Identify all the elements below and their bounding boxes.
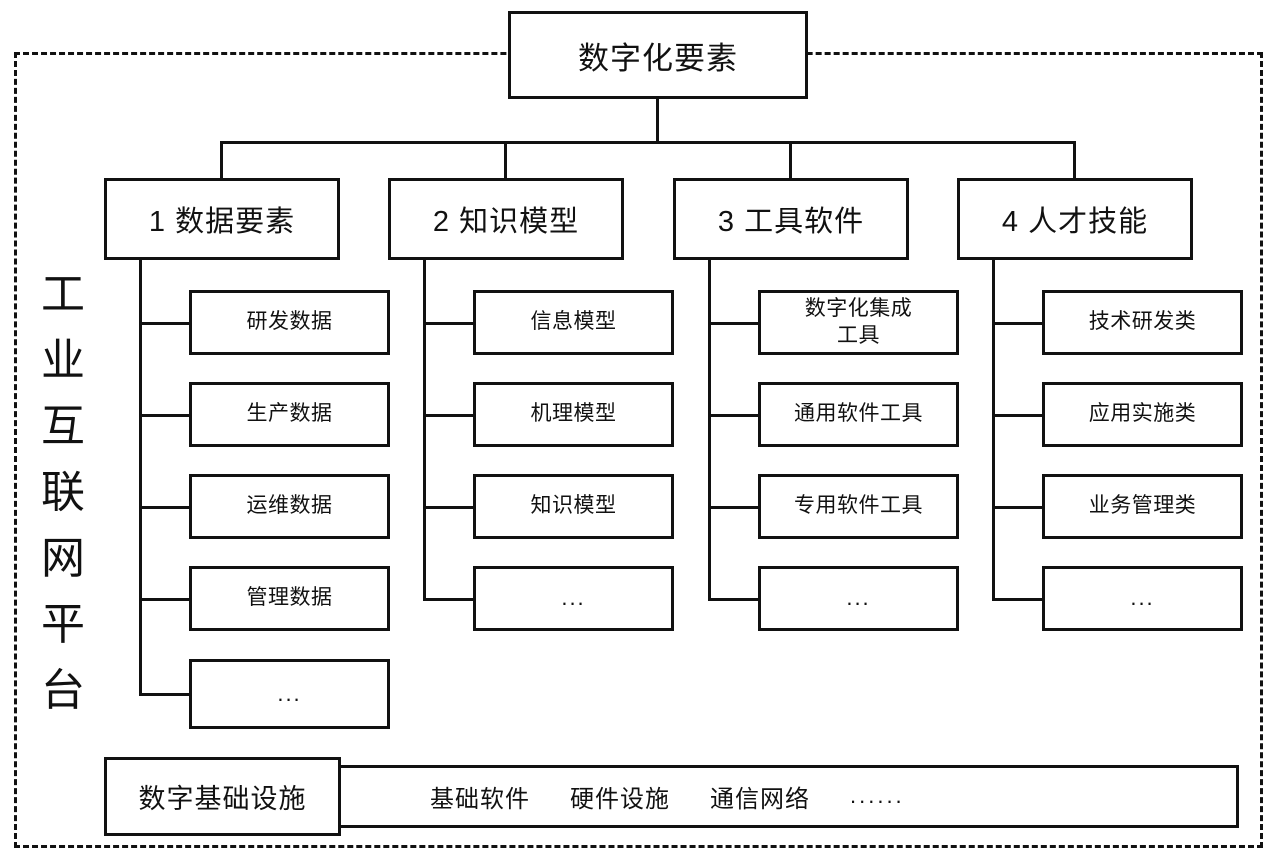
connector-root-drop xyxy=(656,99,659,143)
infrastructure-item-1[interactable]: 基础软件 xyxy=(430,785,530,813)
category-node-1-data-elements[interactable]: 1 数据要素 xyxy=(104,178,340,260)
connector-stub-3-3 xyxy=(708,506,760,509)
leaf-node-2-2[interactable]: 机理模型 xyxy=(473,382,674,447)
platform-vertical-label: 工业互联网平台 xyxy=(41,270,85,715)
connector-stub-1-5 xyxy=(139,693,191,696)
connector-stub-2-4 xyxy=(423,598,475,601)
infrastructure-item-2[interactable]: 硬件设施 xyxy=(570,785,670,813)
connector-stub-2-3 xyxy=(423,506,475,509)
root-node-digital-elements[interactable]: 数字化要素 xyxy=(508,11,808,99)
connector-spine-category-1 xyxy=(139,260,142,696)
connector-drop-category-2 xyxy=(504,141,507,178)
connector-spine-category-3 xyxy=(708,260,711,600)
leaf-node-3-2[interactable]: 通用软件工具 xyxy=(758,382,959,447)
category-node-2-knowledge-models[interactable]: 2 知识模型 xyxy=(388,178,624,260)
connector-stub-3-4 xyxy=(708,598,760,601)
connector-drop-category-4 xyxy=(1073,141,1076,178)
infrastructure-item-3[interactable]: 通信网络 xyxy=(710,785,810,813)
leaf-node-1-1[interactable]: 研发数据 xyxy=(189,290,390,355)
leaf-node-1-3[interactable]: 运维数据 xyxy=(189,474,390,539)
connector-spine-category-4 xyxy=(992,260,995,600)
leaf-node-2-4[interactable]: ... xyxy=(473,566,674,631)
leaf-node-4-4[interactable]: ... xyxy=(1042,566,1243,631)
infrastructure-item-list: 基础软件 硬件设施 通信网络 ...... xyxy=(430,757,1190,835)
leaf-node-1-4[interactable]: 管理数据 xyxy=(189,566,390,631)
leaf-node-2-1[interactable]: 信息模型 xyxy=(473,290,674,355)
connector-drop-category-1 xyxy=(220,141,223,178)
leaf-node-1-5[interactable]: ... xyxy=(189,659,390,729)
connector-stub-4-4 xyxy=(992,598,1044,601)
category-node-3-tool-software[interactable]: 3 工具软件 xyxy=(673,178,909,260)
leaf-node-4-2[interactable]: 应用实施类 xyxy=(1042,382,1243,447)
leaf-node-4-1[interactable]: 技术研发类 xyxy=(1042,290,1243,355)
connector-drop-category-3 xyxy=(789,141,792,178)
connector-stub-2-1 xyxy=(423,322,475,325)
leaf-node-3-1[interactable]: 数字化集成 工具 xyxy=(758,290,959,355)
connector-stub-4-2 xyxy=(992,414,1044,417)
category-node-4-talent-skills[interactable]: 4 人才技能 xyxy=(957,178,1193,260)
leaf-node-3-4[interactable]: ... xyxy=(758,566,959,631)
connector-root-bus xyxy=(220,141,1076,144)
connector-stub-3-2 xyxy=(708,414,760,417)
leaf-node-1-2[interactable]: 生产数据 xyxy=(189,382,390,447)
connector-spine-category-2 xyxy=(423,260,426,600)
connector-stub-1-3 xyxy=(139,506,191,509)
connector-stub-1-1 xyxy=(139,322,191,325)
connector-stub-1-2 xyxy=(139,414,191,417)
leaf-node-3-3[interactable]: 专用软件工具 xyxy=(758,474,959,539)
connector-stub-4-3 xyxy=(992,506,1044,509)
leaf-node-4-3[interactable]: 业务管理类 xyxy=(1042,474,1243,539)
connector-stub-3-1 xyxy=(708,322,760,325)
infrastructure-label-box[interactable]: 数字基础设施 xyxy=(104,757,341,836)
connector-stub-2-2 xyxy=(423,414,475,417)
leaf-node-2-3[interactable]: 知识模型 xyxy=(473,474,674,539)
infrastructure-item-more: ...... xyxy=(850,783,905,808)
connector-stub-1-4 xyxy=(139,598,191,601)
connector-stub-4-1 xyxy=(992,322,1044,325)
